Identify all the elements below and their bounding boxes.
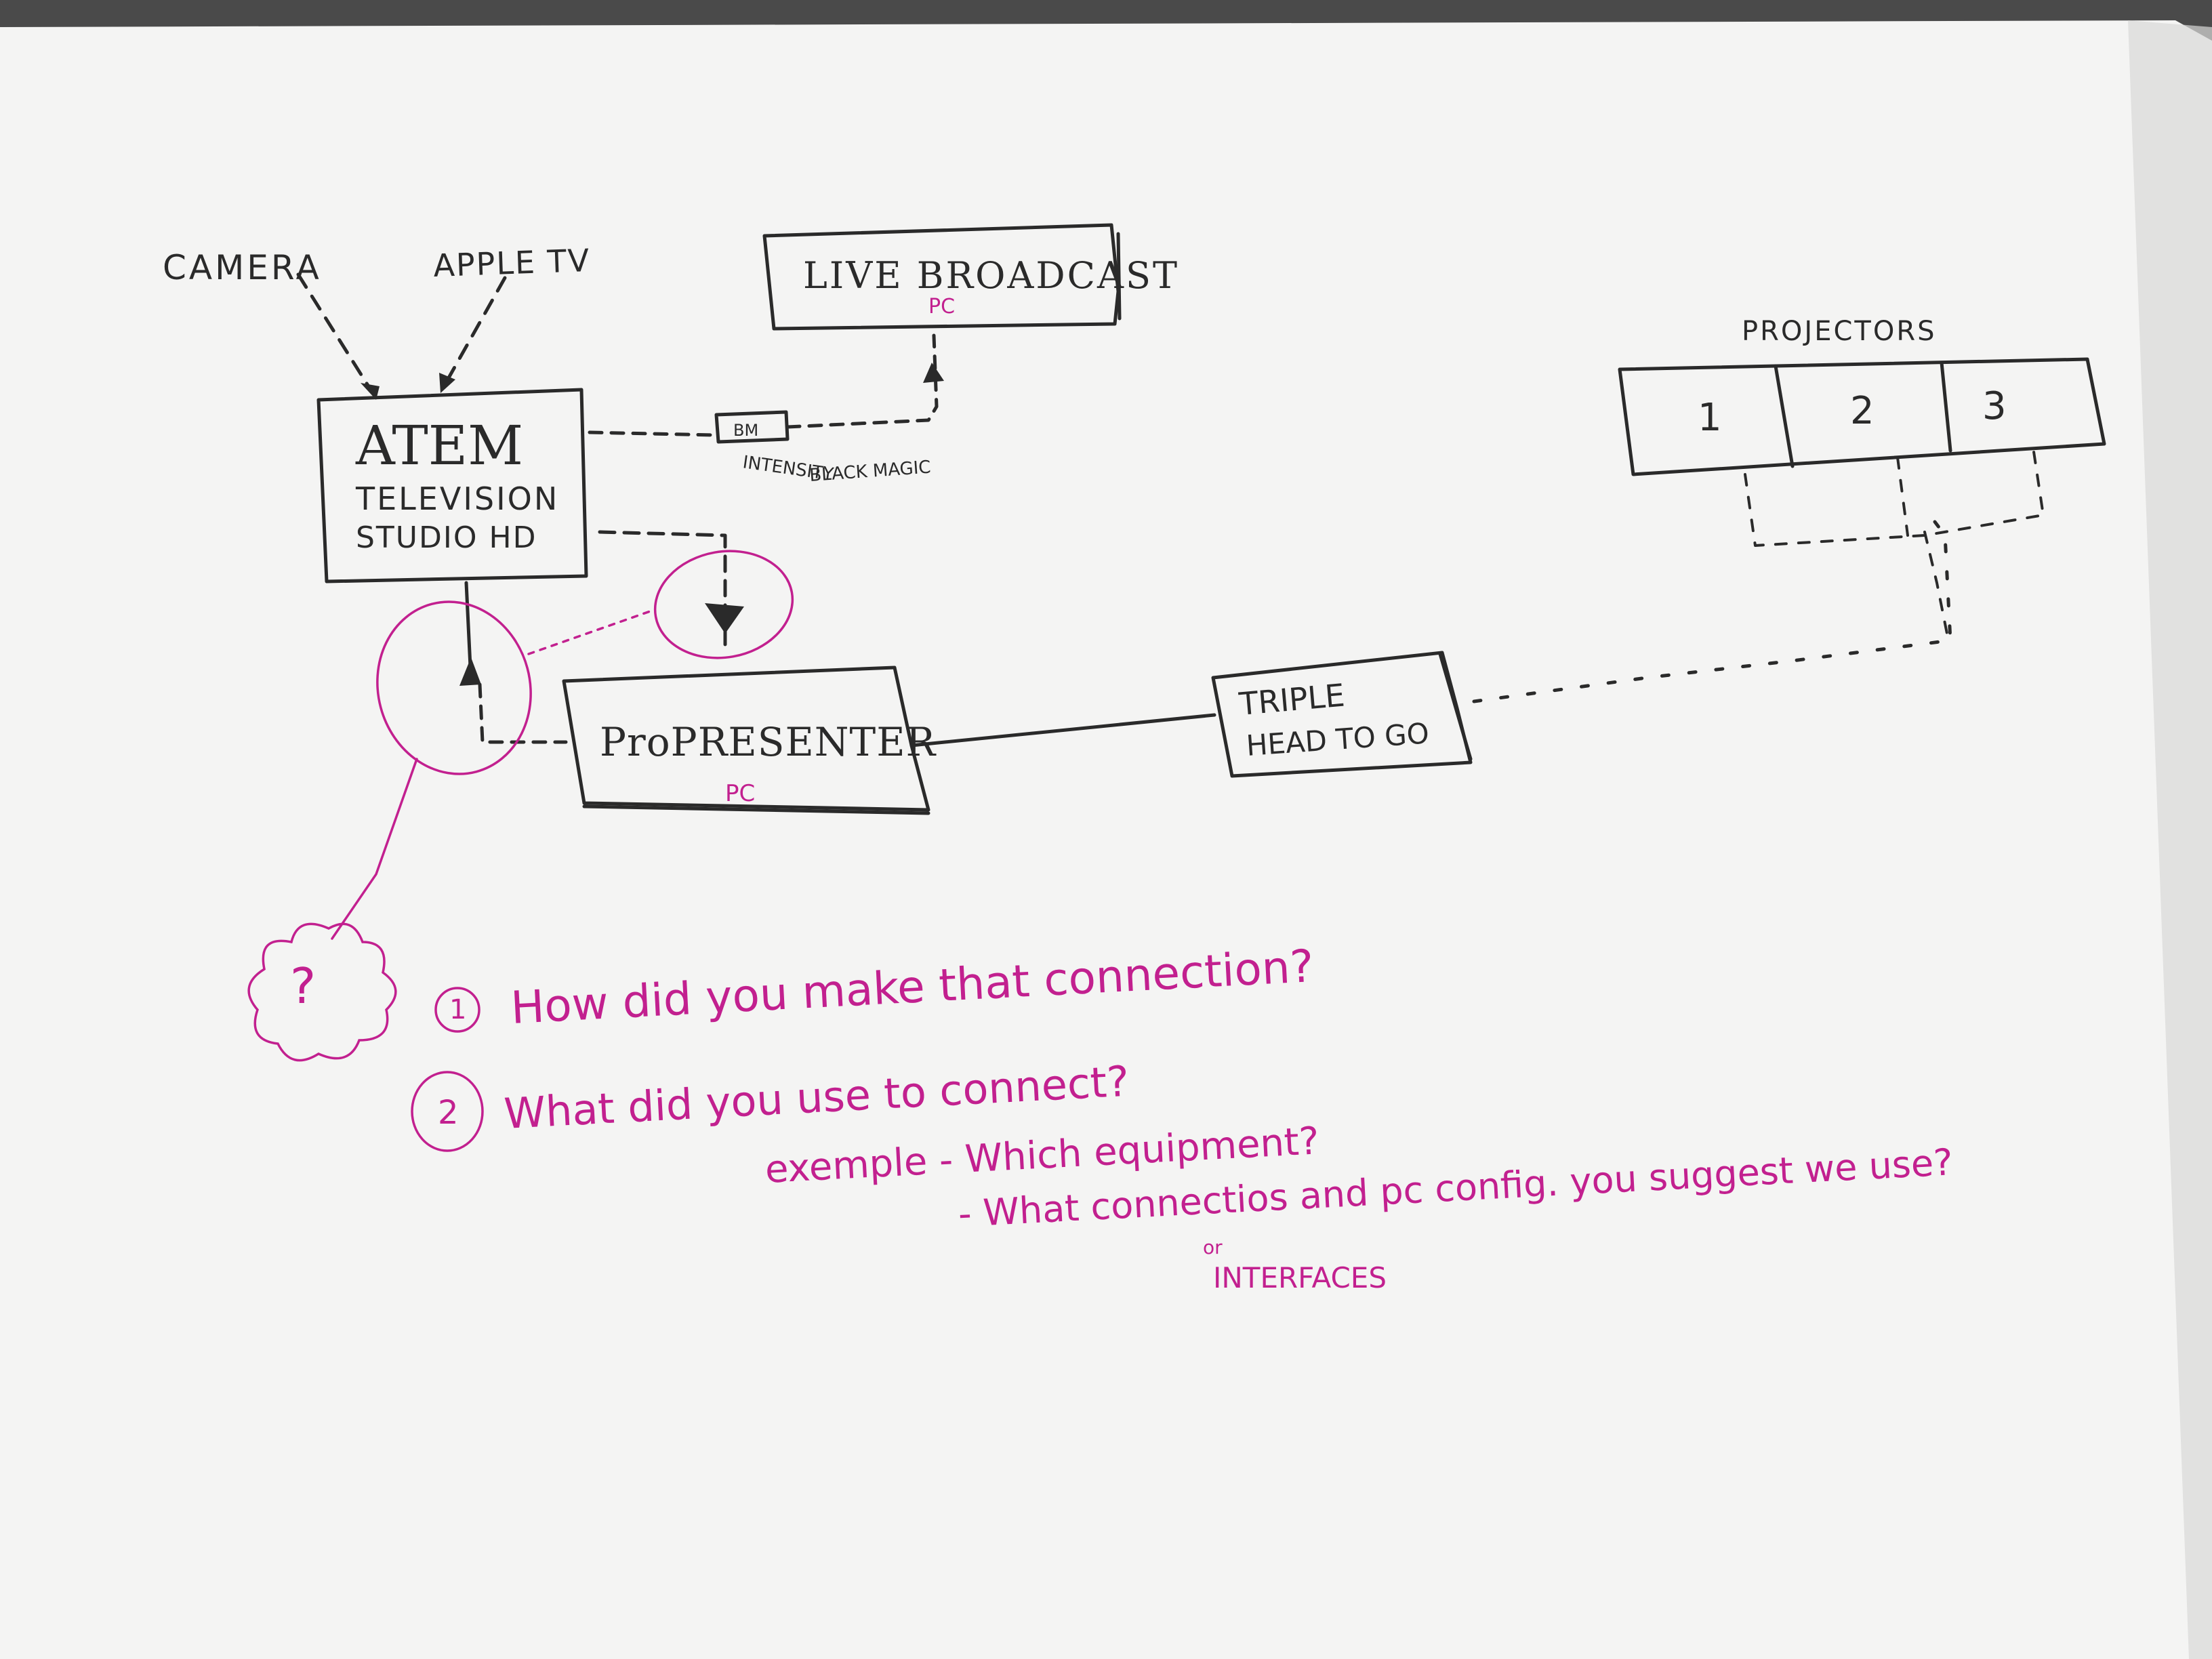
propresenter-box [562,665,930,812]
appletv-arrow [442,276,507,388]
projectors-title: PROJECTORS [1742,316,1937,347]
pink-circle-arrow [653,550,794,659]
live-broadcast-box [762,223,1120,331]
q1-number: 1 [449,994,466,1025]
paper-sheet [0,20,2212,1659]
propresenter-pc-label: PC [725,780,755,807]
paper-shadow [2128,20,2212,1659]
or-text: or [1203,1236,1223,1258]
live-broadcast-pc-label: PC [928,295,955,319]
broadcast-arrowhead [923,363,944,383]
atem-line-2: TELEVISION [355,480,559,517]
projector-drop-lines [1744,446,2045,642]
atem-line-3: STUDIO HD [356,520,537,555]
pink-circle-left [376,600,532,775]
projector-2-label: 2 [1850,389,1875,433]
live-broadcast-label: LIVE BROADCAST [803,254,1179,297]
projector-divider-2 [1940,361,1952,453]
atem-title: ATEM [355,414,523,477]
pink-leader-line [331,758,418,940]
propresenter-arrowhead [705,603,744,634]
question-mark: ? [290,958,316,1015]
apple-tv-label: APPLE TV [432,242,591,284]
projector-3-label: 3 [1982,384,2007,428]
q2-number: 2 [438,1094,459,1132]
atem-box [316,388,588,583]
projector-divider-1 [1774,364,1795,468]
atem-to-bm-line [588,430,717,437]
propresenter-label: ProPRESENTER [600,719,937,765]
q2-circle [411,1071,484,1152]
propresenter-to-triplehead-line [909,713,1216,747]
camera-arrow [296,272,375,395]
bm-label: BM [733,421,758,440]
bm-to-broadcast-line [785,333,939,429]
camera-label: CAMERA [163,248,322,287]
pink-dashed-link [527,609,655,655]
q1-circle [434,987,480,1033]
projectors-box [1618,357,2106,476]
thought-cloud [247,922,397,1062]
left-connection-line [478,682,568,744]
projector-1-label: 1 [1698,396,1722,440]
bm-box [714,410,790,444]
atem-up-arrowhead [459,657,481,686]
camera-arrowhead [361,383,380,400]
appletv-arrowhead [439,373,455,393]
interfaces-text: INTERFACES [1213,1261,1387,1294]
